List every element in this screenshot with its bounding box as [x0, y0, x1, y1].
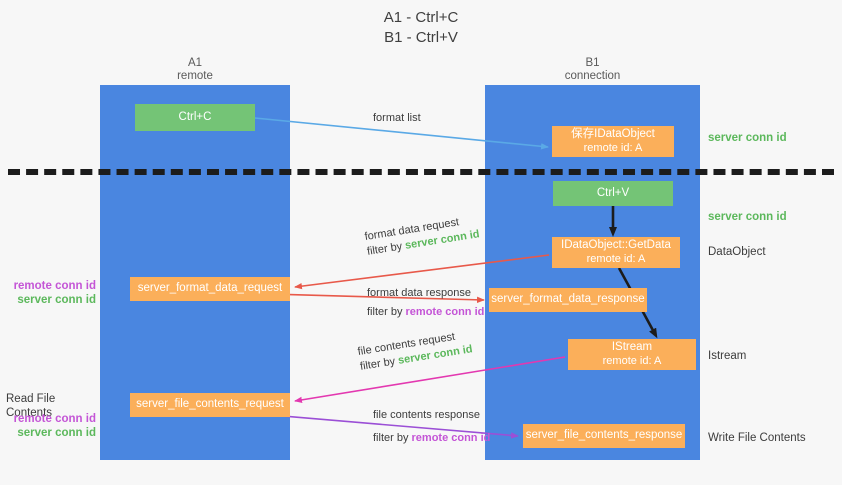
annotation-format-data-response: format data response filter by remote co…	[367, 286, 484, 320]
box-istream[interactable]: IStream remote id: A	[568, 339, 696, 370]
right-label-dataobject: DataObject	[708, 246, 766, 258]
lane-b1-sub: connection	[564, 70, 621, 82]
box-idataobject-getdata-line2: remote id: A	[586, 252, 646, 265]
annotation-format-list: format list	[373, 111, 421, 126]
left-label-conn-ids-top: remote conn id server conn id	[8, 279, 96, 307]
box-ctrl-c[interactable]: Ctrl+C	[135, 104, 255, 131]
lane-b1-name: B1	[585, 57, 600, 69]
filter-prefix: filter by	[367, 306, 406, 318]
box-server-file-contents-response-label: server_file_contents_response	[525, 429, 683, 442]
box-ctrl-v-label: Ctrl+V	[596, 186, 630, 199]
annotation-format-data-response-filter: filter by remote conn id	[367, 305, 484, 320]
page-title: A1 - Ctrl+C B1 - Ctrl+V	[0, 8, 842, 48]
box-server-format-data-response-label: server_format_data_response	[491, 293, 645, 306]
box-save-idataobject[interactable]: 保存IDataObject remote id: A	[552, 126, 674, 157]
filter-prefix: filter by	[373, 432, 412, 444]
box-ctrl-v[interactable]: Ctrl+V	[553, 181, 673, 206]
left-label-remote-conn-id-bottom: remote conn id	[13, 413, 96, 425]
box-save-idataobject-line1: 保存IDataObject	[571, 128, 655, 140]
right-label-write-file-contents: Write File Contents	[708, 432, 806, 444]
title-line-1: A1 - Ctrl+C	[383, 9, 459, 26]
left-label-remote-conn-id-top: remote conn id	[13, 280, 96, 292]
lane-header-b1: B1 connection	[535, 57, 650, 83]
lane-header-a1: A1 remote	[140, 57, 250, 83]
filter-value-remote-conn-id: remote conn id	[405, 306, 485, 318]
box-server-format-data-request[interactable]: server_format_data_request	[130, 277, 290, 301]
lane-a1-sub: remote	[177, 70, 213, 82]
annotation-file-contents-response: file contents response filter by remote …	[373, 408, 490, 446]
annotation-file-contents-response-text: file contents response	[373, 409, 481, 421]
box-istream-line2: remote id: A	[602, 354, 662, 367]
box-server-file-contents-request[interactable]: server_file_contents_request	[130, 393, 290, 417]
box-server-format-data-response[interactable]: server_format_data_response	[489, 288, 647, 312]
filter-value-remote-conn-id: remote conn id	[411, 432, 491, 444]
box-istream-line1: IStream	[611, 341, 653, 353]
annotation-file-contents-response-filter: filter by remote conn id	[373, 431, 490, 446]
annotation-format-data-request: format data request filter by server con…	[364, 212, 481, 259]
box-ctrl-c-label: Ctrl+C	[178, 110, 212, 123]
title-line-2: B1 - Ctrl+V	[384, 29, 458, 46]
box-save-idataobject-line2: remote id: A	[583, 141, 643, 154]
box-server-format-data-request-label: server_format_data_request	[137, 282, 283, 295]
left-label-server-conn-id-top: server conn id	[17, 294, 96, 306]
annotation-format-data-response-text: format data response	[367, 287, 471, 299]
right-label-istream: Istream	[708, 350, 747, 362]
left-label-read-file-contents: Read File Contents	[6, 393, 56, 419]
box-server-file-contents-response[interactable]: server_file_contents_response	[523, 424, 685, 448]
annotation-format-list-text: format list	[373, 112, 421, 124]
lane-a1-name: A1	[187, 57, 203, 69]
box-idataobject-getdata[interactable]: IDataObject::GetData remote id: A	[552, 237, 680, 268]
phase-divider	[8, 169, 834, 175]
left-label-conn-ids-bottom: remote conn id server conn id	[8, 412, 96, 440]
right-label-server-conn-id-top: server conn id	[708, 132, 787, 144]
box-idataobject-getdata-line1: IDataObject::GetData	[561, 239, 671, 251]
annotation-file-contents-request: file contents request filter by server c…	[357, 327, 474, 374]
right-label-server-conn-id-mid: server conn id	[708, 211, 787, 223]
box-server-file-contents-request-label: server_file_contents_request	[136, 398, 284, 411]
left-label-server-conn-id-bottom: server conn id	[17, 427, 96, 439]
